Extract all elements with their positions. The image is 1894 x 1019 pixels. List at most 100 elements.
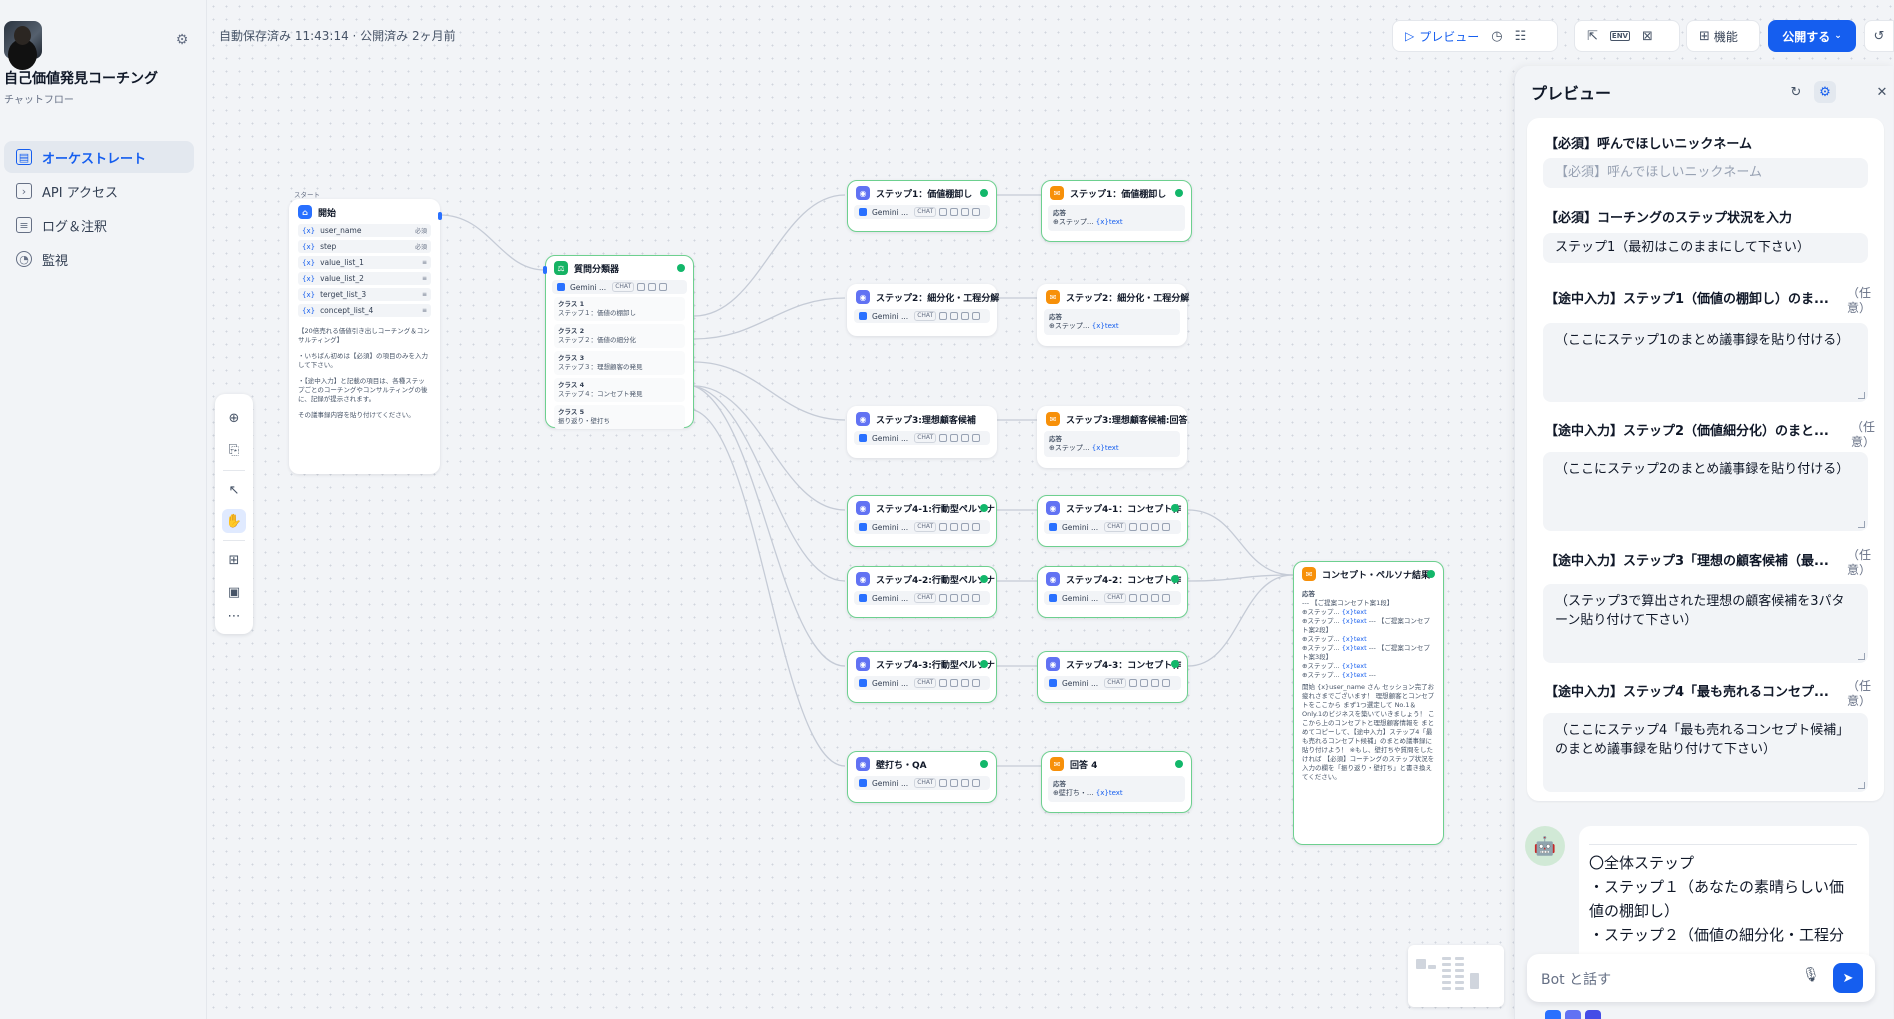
concept-node-4-1[interactable]: ◉ステップ4-1：コンセプト作 Gemini ...CHAT bbox=[1037, 495, 1188, 547]
image-export-icon[interactable]: ▣ bbox=[227, 584, 241, 600]
history-button[interactable]: ↺ bbox=[1864, 20, 1894, 52]
variables-button[interactable]: ☷ bbox=[1509, 22, 1533, 50]
llm-icon: ◉ bbox=[856, 290, 870, 304]
step2-textarea[interactable]: （ここにステップ2のまとめ議事録を貼り付ける） bbox=[1543, 452, 1868, 531]
start-description: ・【途中入力】と記載の項目は、各種ステップごとのコーチングやコンサルティングの後… bbox=[298, 377, 428, 403]
nickname-input[interactable]: 【必須】呼んでほしいニックネーム bbox=[1543, 158, 1868, 188]
preview-toolbar-group: ▷ プレビュー ◷ ☷ bbox=[1392, 20, 1558, 52]
preview-button[interactable]: ▷ プレビュー bbox=[1399, 22, 1485, 50]
bot-message-line: ・ステップ１（あなたの素晴らしい価値の棚卸し） bbox=[1589, 878, 1845, 920]
pointer-icon[interactable]: ↖ bbox=[228, 482, 240, 498]
answer-icon: ✉ bbox=[1302, 567, 1316, 581]
bot-message-line: 〇全体ステップ bbox=[1589, 854, 1695, 872]
env-button[interactable]: ENV bbox=[1604, 22, 1636, 50]
microphone-icon[interactable]: 🎙 bbox=[1802, 967, 1820, 983]
field-label: 【途中入力】ステップ2（価値細分化）のまと...（任意） bbox=[1545, 420, 1876, 449]
external-link-icon: ⇱ bbox=[1587, 28, 1598, 44]
minimap[interactable] bbox=[1408, 945, 1504, 1007]
llm-node-step4-3[interactable]: ◉ステップ4-3:行動型ペルソナ Gemini ...CHAT bbox=[847, 651, 997, 703]
autosave-status: 自動保存済み 11:43:14 · 公開済み 2ヶ月前 bbox=[219, 29, 456, 43]
answer-node-qa[interactable]: ✉回答 4 応答⊕壁打ち・... {x}text bbox=[1041, 751, 1192, 813]
field-label: 【必須】コーチングのステップ状況を入力 bbox=[1545, 211, 1793, 226]
llm-node-step1[interactable]: ◉ステップ1：価値棚卸し Gemini ...CHAT bbox=[847, 180, 997, 232]
app-avatar bbox=[4, 21, 42, 59]
step4-textarea[interactable]: （ここにステップ4「最も売れるコンセプト候補」のまとめ議事録を貼り付けて下さい） bbox=[1543, 713, 1868, 792]
concept-node-4-3[interactable]: ◉ステップ4-3：コンセプト作 Gemini ...CHAT bbox=[1037, 651, 1188, 703]
llm-node-step3[interactable]: ◉ステップ3:理想顧客候補 Gemini ...CHAT bbox=[847, 406, 997, 458]
send-button[interactable]: ➤ bbox=[1833, 963, 1863, 993]
llm-node-step4-2[interactable]: ◉ステップ4-2:行動型ペルソナ Gemini ...CHAT bbox=[847, 566, 997, 618]
llm-icon: ◉ bbox=[856, 186, 870, 200]
variable-row: {x}value_list_1≡ bbox=[298, 256, 431, 269]
chat-input[interactable]: Bot と話す 🎙 ➤ bbox=[1527, 954, 1875, 1002]
bot-avatar-icon: 🤖 bbox=[1525, 826, 1565, 866]
llm-icon: ◉ bbox=[856, 412, 870, 426]
layout-icon: ▤ bbox=[16, 149, 32, 165]
close-icon[interactable]: ✕ bbox=[1876, 84, 1888, 100]
suggestion-chip[interactable] bbox=[1585, 1010, 1601, 1019]
answer-icon: ✉ bbox=[1050, 186, 1064, 200]
more-icon[interactable]: ⋯ bbox=[227, 608, 241, 624]
node-title: 質問分類器 bbox=[574, 264, 620, 275]
clock-check-icon: ◷ bbox=[1491, 28, 1503, 44]
llm-icon: ◉ bbox=[856, 757, 870, 771]
bot-message-line: ・ステップ２（価値の細分化・工程分 bbox=[1589, 926, 1845, 944]
llm-icon: ◉ bbox=[856, 501, 870, 515]
start-description: その議事録内容を貼り付けてください。 bbox=[298, 411, 415, 419]
sidebar-nav: ▤ オーケストレート › API アクセス ≡ ログ＆注釈 ◔ 監視 bbox=[4, 141, 194, 277]
list-icon: ☷ bbox=[1514, 28, 1527, 44]
organize-icon[interactable]: ⊞ bbox=[228, 552, 240, 568]
answer-node-step2[interactable]: ✉ステップ2：細分化・工程分解 応答⊕ステップ... {x}text bbox=[1037, 284, 1189, 346]
restart-icon[interactable]: ↻ bbox=[1790, 84, 1802, 100]
sidebar-item-label: オーケストレート bbox=[42, 151, 147, 167]
env-icon: ENV bbox=[1609, 31, 1630, 41]
start-description: 【20倍売れる価値引き出しコーチング＆コンサルティング】 bbox=[298, 327, 430, 344]
features-button[interactable]: ⊞ 機能 bbox=[1693, 22, 1744, 50]
suggestion-chip[interactable] bbox=[1565, 1010, 1581, 1019]
export-button[interactable]: ⇱ bbox=[1581, 22, 1604, 50]
close-variables-button[interactable]: ⊠ bbox=[1636, 22, 1659, 50]
sidebar-item-monitor[interactable]: ◔ 監視 bbox=[4, 243, 194, 275]
llm-node-step2[interactable]: ◉ステップ2：細分化・工程分解 Gemini ...CHAT bbox=[847, 284, 999, 336]
publish-button[interactable]: 公開する ⌄ bbox=[1768, 20, 1856, 52]
checklist-button[interactable]: ◷ bbox=[1485, 22, 1508, 50]
concept-node-4-2[interactable]: ◉ステップ4-2：コンセプト作 Gemini ...CHAT bbox=[1037, 566, 1188, 618]
play-icon: ▷ bbox=[1405, 29, 1415, 43]
answer-node-step1[interactable]: ✉ステップ1：価値棚卸し 応答⊕ステップ... {x}text bbox=[1041, 180, 1192, 242]
llm-icon: ◉ bbox=[856, 572, 870, 586]
variable-row: {x}terget_list_3≡ bbox=[298, 288, 431, 301]
sidebar-item-logs[interactable]: ≡ ログ＆注釈 bbox=[4, 209, 194, 241]
sidebar-item-orchestrate[interactable]: ▤ オーケストレート bbox=[4, 141, 194, 173]
app-name: 自己価値発見コーチング bbox=[4, 71, 158, 87]
add-node-icon[interactable]: ⊕ bbox=[228, 410, 240, 426]
field-label: 【途中入力】ステップ1（価値の棚卸し）のま...（任意） bbox=[1545, 286, 1872, 315]
answer-icon: ✉ bbox=[1046, 290, 1060, 304]
hand-icon[interactable]: ✋ bbox=[222, 509, 246, 533]
step3-textarea[interactable]: （ステップ3で算出された理想の顧客候補を3パターン貼り付けて下さい） bbox=[1543, 584, 1868, 663]
answer-node-step3[interactable]: ✉ステップ3:理想顧客候補:回答 応答⊕ステップ... {x}text bbox=[1037, 406, 1187, 468]
suggestion-chip[interactable] bbox=[1545, 1010, 1561, 1019]
llm-node-step4-1[interactable]: ◉ステップ4-1:行動型ペルソナ Gemini ...CHAT bbox=[847, 495, 997, 547]
llm-node-qa[interactable]: ◉壁打ち・QA Gemini ...CHAT bbox=[847, 751, 997, 803]
final-answer-node[interactable]: ✉コンセプト・ペルソナ結果 応答 --- 【ご提案コンセプト案1段】 ⊕ステップ… bbox=[1293, 561, 1444, 845]
step-status-input[interactable]: ステップ1（最初はこのままにして下さい） bbox=[1543, 233, 1868, 263]
llm-icon: ◉ bbox=[1046, 572, 1060, 586]
terminal-icon: › bbox=[16, 183, 32, 199]
field-label: 【途中入力】ステップ3「理想の顧客候補（最...（任意） bbox=[1545, 548, 1872, 577]
sidebar-item-api[interactable]: › API アクセス bbox=[4, 175, 194, 207]
step1-textarea[interactable]: （ここにステップ1のまとめ議事録を貼り付ける） bbox=[1543, 323, 1868, 402]
sidebar: ⚙ 自己価値発見コーチング チャットフロー ▤ オーケストレート › API ア… bbox=[0, 0, 207, 1019]
variables-toggle-icon[interactable]: ⚙ bbox=[1814, 81, 1836, 103]
history-icon: ↺ bbox=[1873, 28, 1885, 44]
field-label: 【途中入力】ステップ4「最も売れるコンセプ...（任意） bbox=[1545, 679, 1872, 708]
add-note-icon[interactable]: ⎘ bbox=[228, 442, 240, 458]
feature-toolbar-group: ⇱ ENV ⊠ bbox=[1574, 20, 1680, 52]
start-tag: スタート bbox=[294, 191, 320, 199]
chat-input-placeholder: Bot と話す bbox=[1541, 972, 1612, 988]
app-settings-icon[interactable]: ⚙ bbox=[175, 32, 189, 48]
